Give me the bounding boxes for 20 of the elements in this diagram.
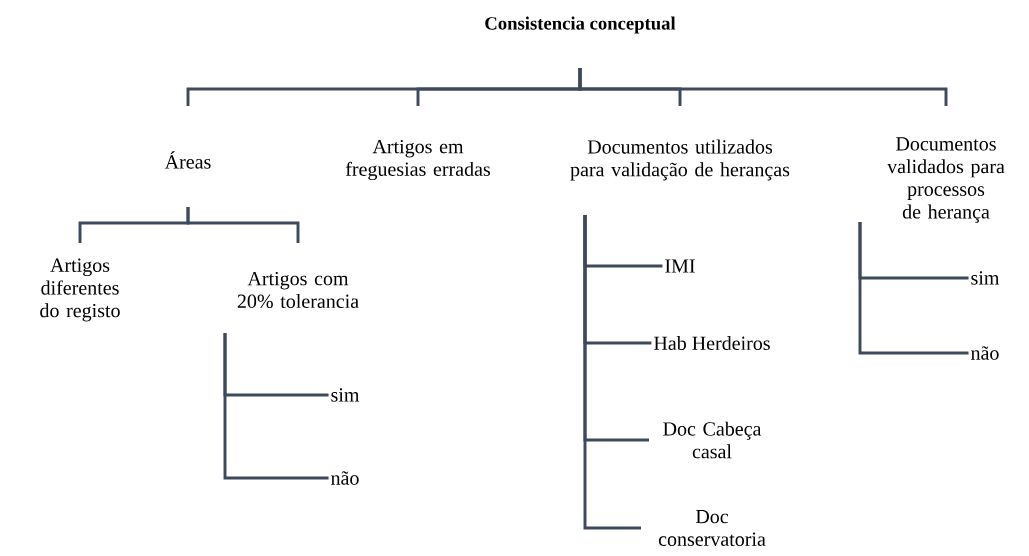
node-label: IMI <box>665 259 695 273</box>
node-label: Artigos diferentes do registo <box>40 258 120 322</box>
node-label: Documentos validados para processos de herança <box>887 137 1005 223</box>
node-label: sim <box>971 271 1000 285</box>
connector <box>858 222 969 355</box>
connector <box>578 68 948 106</box>
connector <box>186 207 300 243</box>
connector <box>583 215 641 530</box>
heading: Consistencia conceptual <box>485 16 676 34</box>
node-label: Artigos em freguesias erradas <box>345 139 490 181</box>
node-label: Doc conservatoria <box>658 510 766 546</box>
node-label: Doc Cabeça casal <box>663 421 762 459</box>
node-label: Artigos com 20% tolerancia <box>237 271 359 309</box>
node-label: não <box>971 346 999 360</box>
node-label: Áreas <box>164 151 211 169</box>
node-label: sim <box>331 388 360 402</box>
node-label: Hab Herdeiros <box>654 335 770 350</box>
node-label: não <box>331 471 359 485</box>
connector <box>223 333 329 480</box>
node-label: Documentos utilizados para validação de heranças <box>570 139 790 181</box>
